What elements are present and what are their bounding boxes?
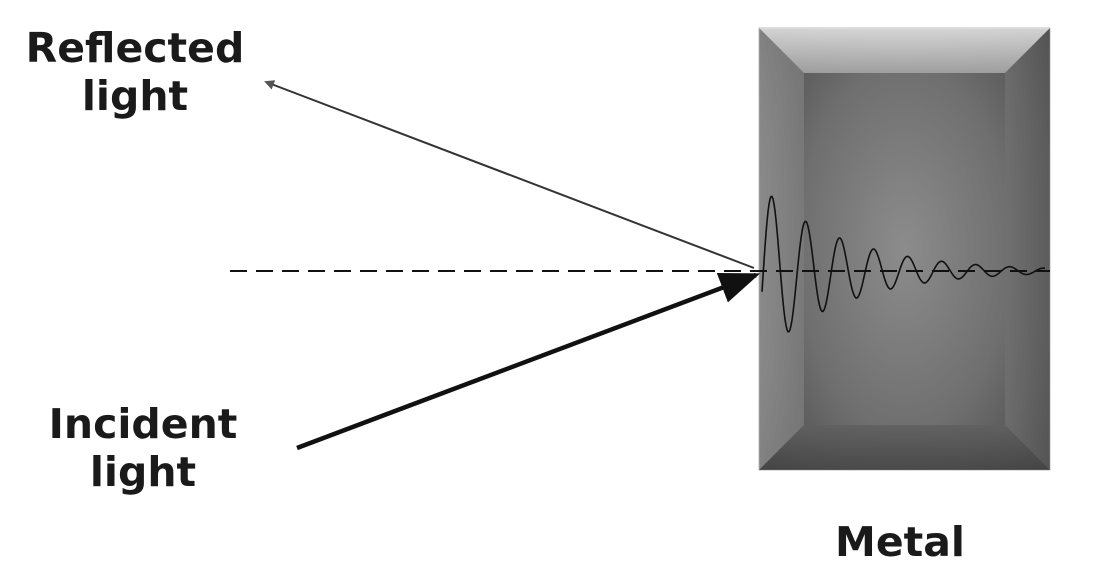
incident-light-arrow <box>296 272 761 451</box>
incident-light-label-line1: Incident <box>48 400 238 448</box>
metal-label: Metal <box>835 518 965 566</box>
incident-light-label: Incident light <box>28 400 258 496</box>
incident-light-label-line2: light <box>89 448 197 496</box>
reflected-light-label-line2: light <box>81 72 189 120</box>
reflected-light-label-line1: Reflected <box>25 24 245 72</box>
reflected-light-label: Reflected light <box>20 24 250 120</box>
reflected-light-arrow <box>264 80 755 269</box>
metal-block <box>758 27 1051 471</box>
evanescent-wave <box>761 195 1045 333</box>
